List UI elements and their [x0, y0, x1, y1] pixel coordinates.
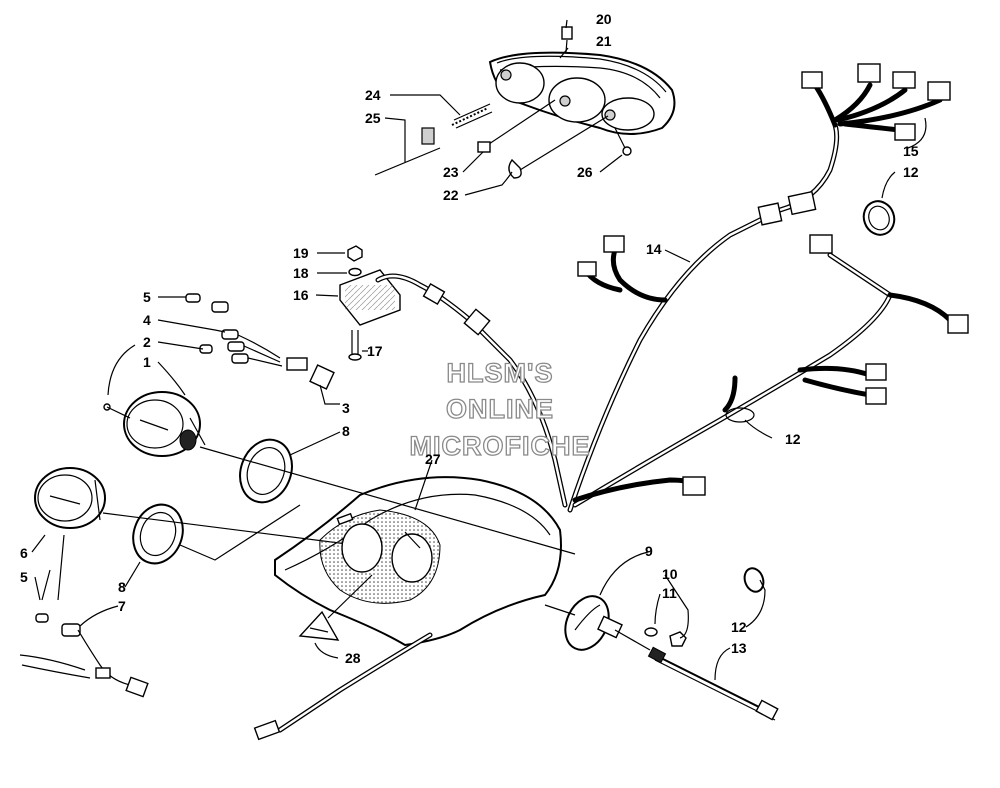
- clamp-12-top: [862, 200, 896, 236]
- callout-26: 26: [577, 164, 593, 180]
- callout-3: 3: [342, 400, 350, 416]
- watermark-line-1: HLSM'S: [447, 358, 554, 388]
- watermark: HLSM'S ONLINE MICROFICHE: [409, 357, 591, 461]
- gauge-lower: [34, 467, 356, 546]
- callout-5-upper: 5: [143, 289, 151, 305]
- callout-12-mid: 12: [785, 431, 801, 447]
- speedo-drive: [544, 567, 779, 721]
- leader-lines: [31, 19, 927, 681]
- callout-4: 4: [143, 312, 151, 328]
- callout-10: 10: [662, 566, 678, 582]
- callout-20: 20: [596, 11, 612, 27]
- callout-18: 18: [293, 265, 309, 281]
- callout-23: 23: [443, 164, 459, 180]
- callout-labels: 20 21 24 25 23 22 26 15 12 14 19 18 16 1…: [20, 11, 919, 666]
- callout-28: 28: [345, 650, 361, 666]
- callout-11: 11: [662, 585, 677, 601]
- callout-19: 19: [293, 245, 309, 261]
- watermark-line-2: ONLINE: [446, 394, 554, 424]
- callout-9: 9: [645, 543, 653, 559]
- callout-25: 25: [365, 110, 381, 126]
- wiring-harness: [567, 63, 969, 513]
- callout-2: 2: [143, 334, 151, 350]
- callout-15: 15: [903, 143, 919, 159]
- callout-8-upper: 8: [342, 423, 350, 439]
- callout-14: 14: [646, 241, 662, 257]
- callout-1: 1: [143, 354, 151, 370]
- callout-27: 27: [425, 451, 441, 467]
- callout-22: 22: [443, 187, 459, 203]
- callout-21: 21: [596, 33, 612, 49]
- gauge-wiring-lower: [19, 534, 149, 698]
- callout-12-lower: 12: [731, 619, 747, 635]
- gauge-wiring-upper: [185, 293, 335, 390]
- headlight-hardware: [374, 99, 632, 179]
- gauge-upper: [103, 391, 576, 555]
- callout-13: 13: [731, 640, 747, 656]
- warning-decal: [298, 574, 373, 641]
- callout-6: 6: [20, 545, 28, 561]
- bezels: [132, 438, 301, 565]
- dash-panel: [274, 476, 562, 647]
- callout-8-lower: 8: [118, 579, 126, 595]
- voltage-regulator: [339, 245, 568, 508]
- callout-17: 17: [367, 343, 383, 359]
- callout-7: 7: [118, 598, 126, 614]
- lower-harness: [253, 632, 433, 741]
- callout-24: 24: [365, 87, 381, 103]
- clip-20: [561, 26, 573, 40]
- callout-5-lower: 5: [20, 569, 28, 585]
- callout-16: 16: [293, 287, 309, 303]
- watermark-line-3: MICROFICHE: [410, 431, 591, 461]
- callout-12-top: 12: [903, 164, 919, 180]
- headlight-assembly: [488, 26, 676, 135]
